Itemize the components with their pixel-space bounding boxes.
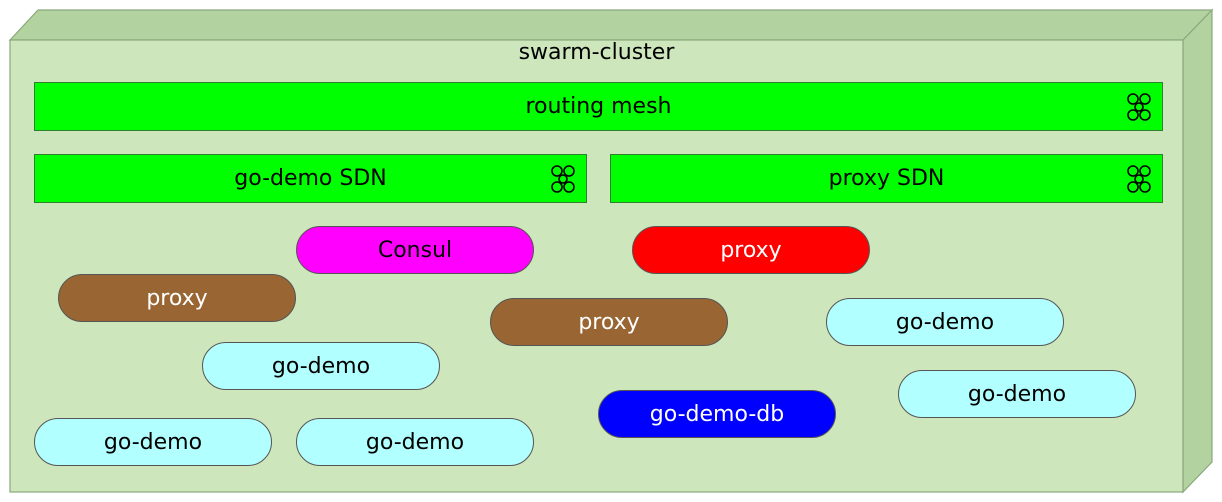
proxy-sdn-label: proxy SDN [828, 166, 945, 191]
cluster-title: swarm-cluster [518, 40, 675, 65]
proxy-replica-service: proxy [58, 274, 296, 322]
network-mesh-icon [1127, 92, 1151, 121]
service-label: proxy [720, 237, 782, 263]
routing-mesh-label: routing mesh [525, 94, 672, 119]
service-label: go-demo [895, 309, 995, 335]
proxy-replica-service: proxy [490, 298, 728, 346]
consul-service: Consul [296, 226, 534, 274]
go-demo-service: go-demo [826, 298, 1064, 346]
service-label: go-demo [271, 353, 371, 379]
go-demo-service: go-demo [296, 418, 534, 466]
service-label: Consul [377, 237, 453, 263]
go-demo-sdn-label: go-demo SDN [234, 166, 387, 191]
go-demo-service: go-demo [202, 342, 440, 390]
go-demo-service: go-demo [898, 370, 1136, 418]
proxy-primary-service: proxy [632, 226, 870, 274]
service-label: go-demo [103, 429, 203, 455]
go-demo-sdn-network: go-demo SDN [34, 154, 587, 203]
routing-mesh-network: routing mesh [34, 82, 1163, 131]
proxy-sdn-network: proxy SDN [610, 154, 1163, 203]
go-demo-db-service: go-demo-db [598, 390, 836, 438]
service-label: go-demo-db [649, 401, 785, 427]
service-label: proxy [146, 285, 208, 311]
network-mesh-icon [1127, 164, 1151, 193]
service-label: go-demo [365, 429, 465, 455]
network-mesh-icon [551, 164, 575, 193]
go-demo-service: go-demo [34, 418, 272, 466]
service-label: go-demo [967, 381, 1067, 407]
service-label: proxy [578, 309, 640, 335]
